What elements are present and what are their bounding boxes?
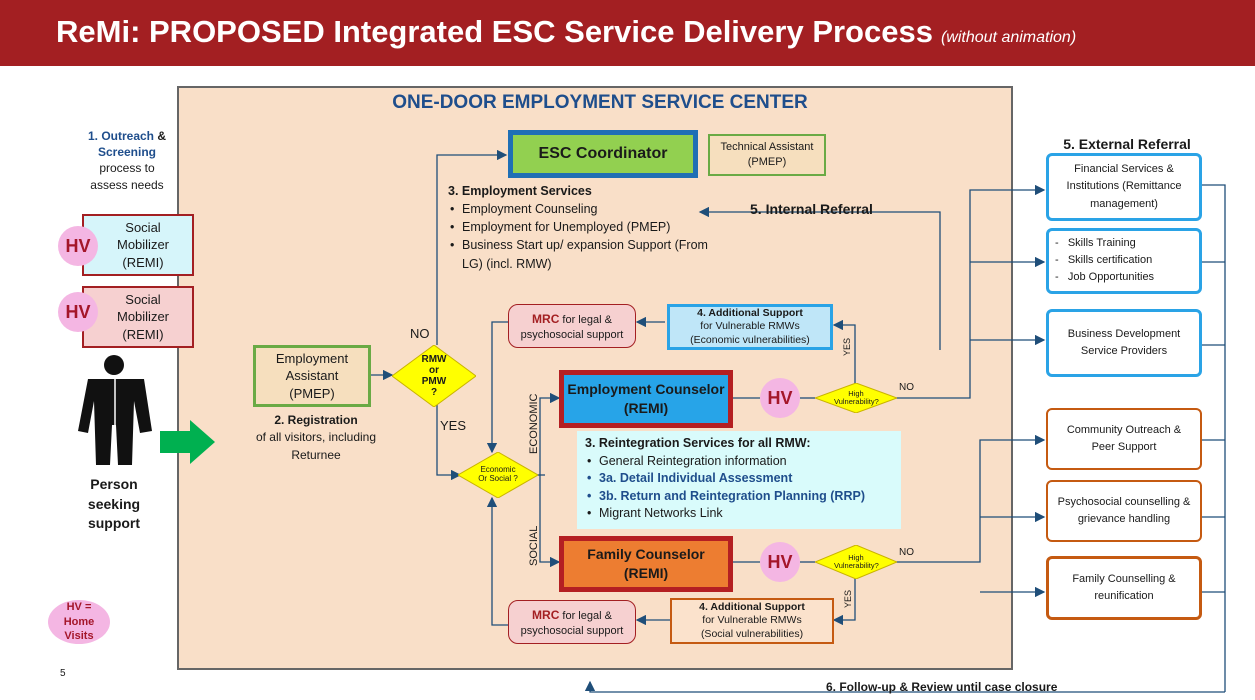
employment-counselor-sub: (REMI) — [623, 400, 669, 416]
diamond-rmw-text: RMW or PMW ? — [421, 354, 447, 398]
family-counselor-sub: (REMI) — [623, 565, 669, 581]
no-label: NO — [410, 326, 430, 341]
referral-community-label: Community Outreach & Peer Support — [1066, 423, 1182, 453]
no-label: NO — [899, 547, 914, 558]
list-item: - Skills certification — [1055, 254, 1153, 267]
mrc-bold: MRC — [532, 312, 560, 326]
list-item: - Job Opportunities — [1055, 271, 1155, 284]
diamond-high-vuln-text: High Vulnerability? — [834, 388, 879, 406]
mrc-text: for legal & psychosocial support — [520, 314, 624, 341]
registration-num: 2. — [274, 413, 285, 427]
technical-assistant-box: Technical Assistant (PMEP) — [708, 134, 826, 176]
registration-title: Registration — [284, 413, 358, 427]
yes-label: YES — [842, 337, 852, 356]
outreach-line3: process to — [99, 161, 155, 176]
additional-support-social: 4. Additional Support for Vulnerable RMW… — [670, 598, 834, 644]
mrc-bold: MRC — [532, 608, 560, 622]
esc-coordinator-label: ESC Coordinator — [538, 145, 668, 163]
referral-community: Community Outreach & Peer Support — [1046, 408, 1202, 470]
home-visit-icon: HV — [58, 226, 98, 266]
list-item: 3b. Return and Reintegration Planning (R… — [585, 488, 893, 506]
external-referral-title: 5. External Referral — [1063, 136, 1191, 152]
home-visit-icon: HV — [760, 542, 800, 582]
diamond-high-vuln-text: High Vulnerability? — [834, 552, 879, 570]
diamond-high-vulnerability-top: High Vulnerability? — [815, 383, 897, 413]
social-mobilizer-1-label: Social Mobilizer (REMI) — [116, 219, 169, 270]
reintegration-title: 3. Reintegration Services for all RMW: — [585, 436, 811, 450]
referral-bds-label: Business Development Service Providers — [1067, 327, 1181, 357]
list-item: Business Start up/ expansion Support (Fr… — [448, 236, 708, 272]
support-line2: for Vulnerable RMWs — [702, 614, 802, 627]
technical-assistant-label: Technical Assistant (PMEP) — [720, 141, 814, 168]
outreach-label: 1. Outreach & Screening process to asses… — [78, 128, 176, 193]
social-label: SOCIAL — [528, 525, 540, 566]
mrc-box-top: MRC for legal & psychosocial support — [508, 304, 636, 348]
social-mobilizer-1: Social Mobilizer (REMI) — [82, 214, 194, 276]
page-title: ReMi: PROPOSED Integrated ESC Service De… — [56, 14, 933, 49]
page-number: 5 — [60, 668, 66, 679]
support-title: 4. Additional Support — [699, 601, 805, 614]
internal-referral-label: 5. Internal Referral — [750, 201, 873, 217]
yes-label: YES — [440, 418, 467, 433]
esc-coordinator-box: ESC Coordinator — [508, 130, 698, 178]
diamond-econ-text: Economic Or Social ? — [478, 465, 518, 483]
list-item: 3a. Detail Individual Assessment — [585, 470, 893, 488]
list-item: Employment Counseling — [448, 200, 708, 218]
person-label: Person seeking support — [87, 476, 141, 532]
referral-psychosocial: Psychosocial counselling & grievance han… — [1046, 480, 1202, 542]
followup-label: 6. Follow-up & Review until case closure — [826, 680, 1058, 694]
list-item: - Skills Training — [1055, 237, 1136, 249]
support-line2: for Vulnerable RMWs — [700, 320, 800, 333]
outreach-num: 1. Outreach — [87, 129, 155, 143]
family-counselor-box: Family Counselor (REMI) — [559, 536, 733, 592]
registration-desc: of all visitors, including Returnee — [255, 430, 377, 462]
diamond-rmw-pmw: RMW or PMW ? — [392, 345, 476, 407]
outreach-screening: Screening — [97, 145, 157, 160]
hv-legend: HV = Home Visits — [48, 600, 110, 644]
diamond-economic-social: Economic Or Social ? — [458, 452, 538, 498]
referral-skills: - Skills Training - Skills certification… — [1046, 228, 1202, 294]
additional-support-economic: 4. Additional Support for Vulnerable RMW… — [667, 304, 833, 350]
employment-assistant-box: Employment Assistant (PMEP) — [253, 345, 371, 407]
outreach-line4: assess needs — [90, 177, 164, 192]
person-icon — [78, 355, 152, 465]
outreach-amp: & — [154, 129, 167, 143]
support-line3: (Social vulnerabilities) — [700, 627, 804, 640]
title-note: (without animation) — [940, 29, 1077, 46]
reintegration-services: 3. Reintegration Services for all RMW: G… — [577, 431, 901, 529]
diamond-high-vulnerability-bottom: High Vulnerability? — [815, 545, 897, 579]
support-line3: (Economic vulnerabilities) — [690, 333, 810, 346]
mrc-box-bottom: MRC for legal & psychosocial support — [508, 600, 636, 644]
employment-counselor-title: Employment Counselor — [567, 381, 725, 398]
social-mobilizer-2-label: Social Mobilizer (REMI) — [116, 291, 169, 342]
referral-financial-label: Financial Services & Institutions (Remit… — [1066, 163, 1182, 210]
social-mobilizer-2: Social Mobilizer (REMI) — [82, 286, 194, 348]
esc-center-title: ONE-DOOR EMPLOYMENT SERVICE CENTER — [392, 92, 808, 113]
arrow-right-icon — [160, 420, 215, 464]
employment-assistant-label: Employment Assistant (PMEP) — [275, 350, 349, 401]
employment-services-title: 3. Employment Services — [448, 184, 592, 198]
mrc-text: for legal & psychosocial support — [520, 610, 624, 637]
referral-family-label: Family Counselling & reunification — [1072, 572, 1176, 602]
list-item: General Reintegration information — [585, 453, 893, 471]
support-title: 4. Additional Support — [697, 307, 803, 320]
referral-family: Family Counselling & reunification — [1046, 556, 1202, 620]
no-label: NO — [899, 382, 914, 393]
title-bar: ReMi: PROPOSED Integrated ESC Service De… — [0, 0, 1255, 66]
employment-services: 3. Employment Services Employment Counse… — [448, 182, 708, 273]
referral-bds: Business Development Service Providers — [1046, 309, 1202, 377]
economic-label: ECONOMIC — [528, 393, 540, 455]
family-counselor-title: Family Counselor — [587, 546, 705, 563]
employment-counselor-box: Employment Counselor (REMI) — [559, 370, 733, 428]
yes-label: YES — [843, 589, 853, 608]
list-item: Employment for Unemployed (PMEP) — [448, 218, 708, 236]
registration-text: 2. Registration of all visitors, includi… — [246, 412, 386, 464]
referral-financial: Financial Services & Institutions (Remit… — [1046, 153, 1202, 221]
list-item: Migrant Networks Link — [585, 505, 893, 523]
home-visit-icon: HV — [58, 292, 98, 332]
referral-psychosocial-label: Psychosocial counselling & grievance han… — [1057, 495, 1191, 525]
home-visit-icon: HV — [760, 378, 800, 418]
